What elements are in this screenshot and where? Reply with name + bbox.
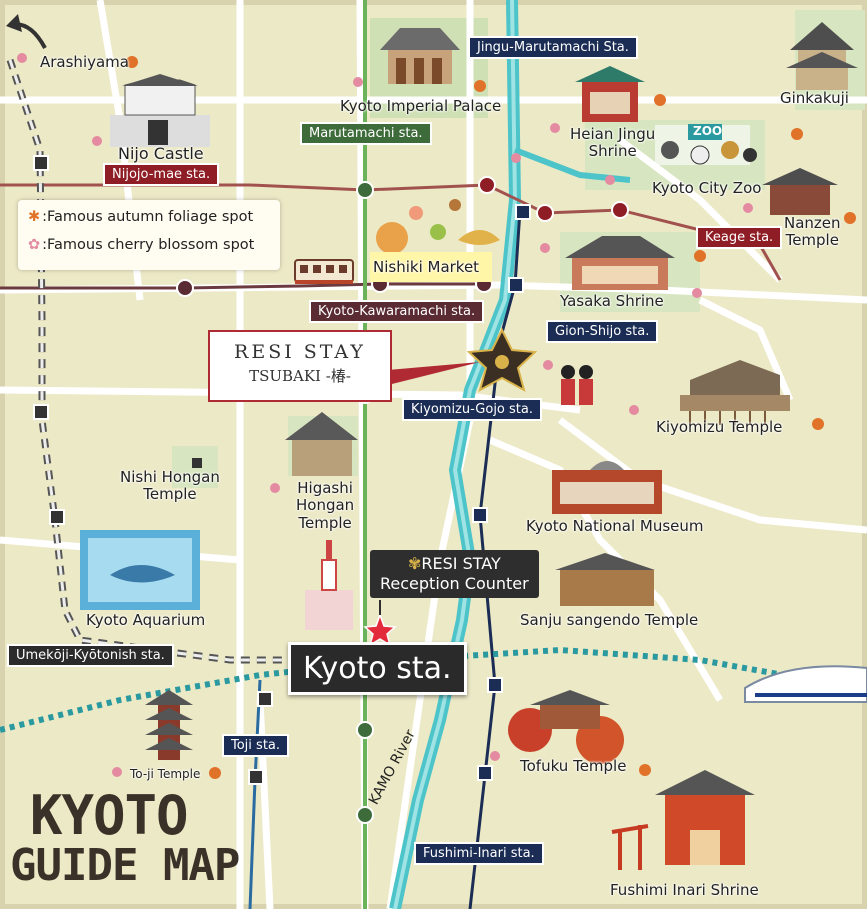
heian-shrine-icon — [575, 66, 645, 122]
label-nanzen: Nanzen Temple — [784, 214, 841, 250]
station-dot — [508, 277, 524, 293]
label-higashi-hongan: Higashi Hongan Temple — [296, 479, 355, 532]
map-title-line2: GUIDE MAP — [10, 840, 240, 891]
label-yasaka: Yasaka Shrine — [560, 292, 664, 310]
label-nishiki: Nishiki Market — [373, 258, 480, 276]
reception-line1: ✾RESI STAY — [407, 554, 501, 573]
nanzen-temple-icon — [762, 168, 838, 215]
station-dot — [487, 677, 503, 693]
sanjusangendo-icon — [555, 553, 655, 606]
maple-leaf-icon: ✱ — [28, 209, 41, 225]
station-dot — [536, 204, 554, 222]
maple-leaf-icons — [126, 56, 856, 779]
resi-stay-callout-pointer — [388, 362, 480, 385]
nishiki-highlight — [370, 252, 492, 282]
label-zoo: Kyoto City Zoo — [652, 179, 762, 197]
station-dot — [515, 204, 531, 220]
station-kiyomizu-gojo[interactable]: Kiyomizu-Gojo sta. — [402, 398, 542, 421]
station-dot — [472, 507, 488, 523]
map-title-line1: KYOTO — [30, 784, 189, 847]
station-nijojo-mae[interactable]: Nijojo-mae sta. — [103, 163, 220, 186]
aquarium-icon — [80, 530, 200, 610]
station-kyoto[interactable]: Kyoto sta. — [288, 642, 467, 695]
fushimi-inari-icon — [611, 770, 755, 870]
station-dot — [49, 509, 65, 525]
nishiki-market-icon — [376, 199, 500, 254]
station-dot — [248, 769, 264, 785]
label-nishi-hongan: Nishi Hongan Temple — [120, 468, 220, 504]
reception-line2: Reception Counter — [380, 574, 529, 593]
station-dot — [356, 721, 374, 739]
resi-stay-tsubaki-callout[interactable]: RESI STAY TSUBAKI -椿- — [208, 330, 392, 402]
label-sanjusangendo: Sanju sangendo Temple — [520, 611, 699, 629]
label-arashiyama: Arashiyama — [40, 53, 129, 71]
resi-stay-name: TSUBAKI -椿- — [249, 367, 351, 385]
station-toji[interactable]: Toji sta. — [222, 734, 290, 757]
station-dot — [33, 155, 49, 171]
label-toji-temple: To-ji Temple — [130, 767, 201, 781]
nijo-castle-icon — [110, 74, 210, 147]
zoo-sign: ZOO — [693, 124, 723, 138]
kamo-river-highlight — [393, 0, 518, 909]
label-tofuku: Tofuku Temple — [520, 757, 627, 775]
station-fushimi-inari[interactable]: Fushimi-Inari sta. — [414, 842, 544, 865]
station-dot — [192, 458, 202, 468]
national-museum-icon — [552, 461, 662, 514]
cherry-blossom-icon: ✿ — [28, 237, 41, 253]
station-dot — [477, 765, 493, 781]
legend-cherry: ✿:Famous cherry blossom spot — [28, 237, 255, 253]
label-heian-jingu: Heian Jingu Shrine — [570, 125, 656, 161]
label-fushimi-inari-shrine: Fushimi Inari Shrine — [610, 881, 759, 899]
station-dot — [176, 279, 194, 297]
label-aquarium: Kyoto Aquarium — [86, 611, 206, 629]
label-ginkakuji: Ginkakuji — [780, 89, 849, 107]
station-marutamachi[interactable]: Marutamachi sta. — [300, 122, 432, 145]
zoo-icon — [655, 124, 757, 165]
station-dot — [33, 404, 49, 420]
toji-pagoda-icon — [145, 690, 193, 760]
station-dot — [478, 176, 496, 194]
hankyu-line — [0, 282, 486, 290]
yasaka-shrine-icon — [565, 236, 675, 290]
resi-stay-brand: RESI STAY — [234, 341, 366, 363]
geisha-icon — [561, 365, 593, 405]
station-umekoji[interactable]: Umekōji-Kyōtonish sta. — [7, 644, 174, 667]
label-imperial-palace: Kyoto Imperial Palace — [340, 97, 502, 115]
map-legend: ✱:Famous autumn foliage spot ✿:Famous ch… — [18, 200, 280, 270]
station-jingu-marutamachi[interactable]: Jingu-Marutamachi Sta. — [468, 36, 638, 59]
station-gion-shijo[interactable]: Gion-Shijo sta. — [546, 320, 659, 343]
station-kawaramachi[interactable]: Kyoto-Kawaramachi sta. — [309, 300, 485, 323]
station-dot — [356, 181, 374, 199]
higashi-hongan-icon — [285, 412, 358, 476]
tofuku-temple-icon — [508, 690, 624, 764]
imperial-palace-icon — [380, 28, 460, 84]
ginkakuji-icon — [786, 22, 858, 90]
station-dot — [611, 201, 629, 219]
resi-logo-icon: ✾ — [407, 554, 422, 573]
kyoto-tower-icon — [305, 540, 353, 630]
legend-autumn: ✱:Famous autumn foliage spot — [28, 209, 254, 225]
label-national-museum: Kyoto National Museum — [526, 517, 704, 535]
train-icon — [294, 259, 354, 284]
shinkansen-icon — [744, 665, 867, 703]
label-kiyomizu-temple: Kiyomizu Temple — [656, 418, 783, 436]
label-nijo-castle: Nijo Castle — [118, 144, 204, 163]
station-dot — [257, 691, 273, 707]
reception-star-icon — [363, 612, 397, 647]
shinkansen-line — [0, 646, 867, 733]
station-keage[interactable]: Keage sta. — [696, 226, 783, 249]
cherry-blossom-icons — [17, 53, 753, 777]
station-dot — [356, 806, 374, 824]
kiyomizu-temple-icon — [680, 360, 790, 425]
reception-counter-callout[interactable]: ✾RESI STAY Reception Counter — [370, 550, 539, 598]
